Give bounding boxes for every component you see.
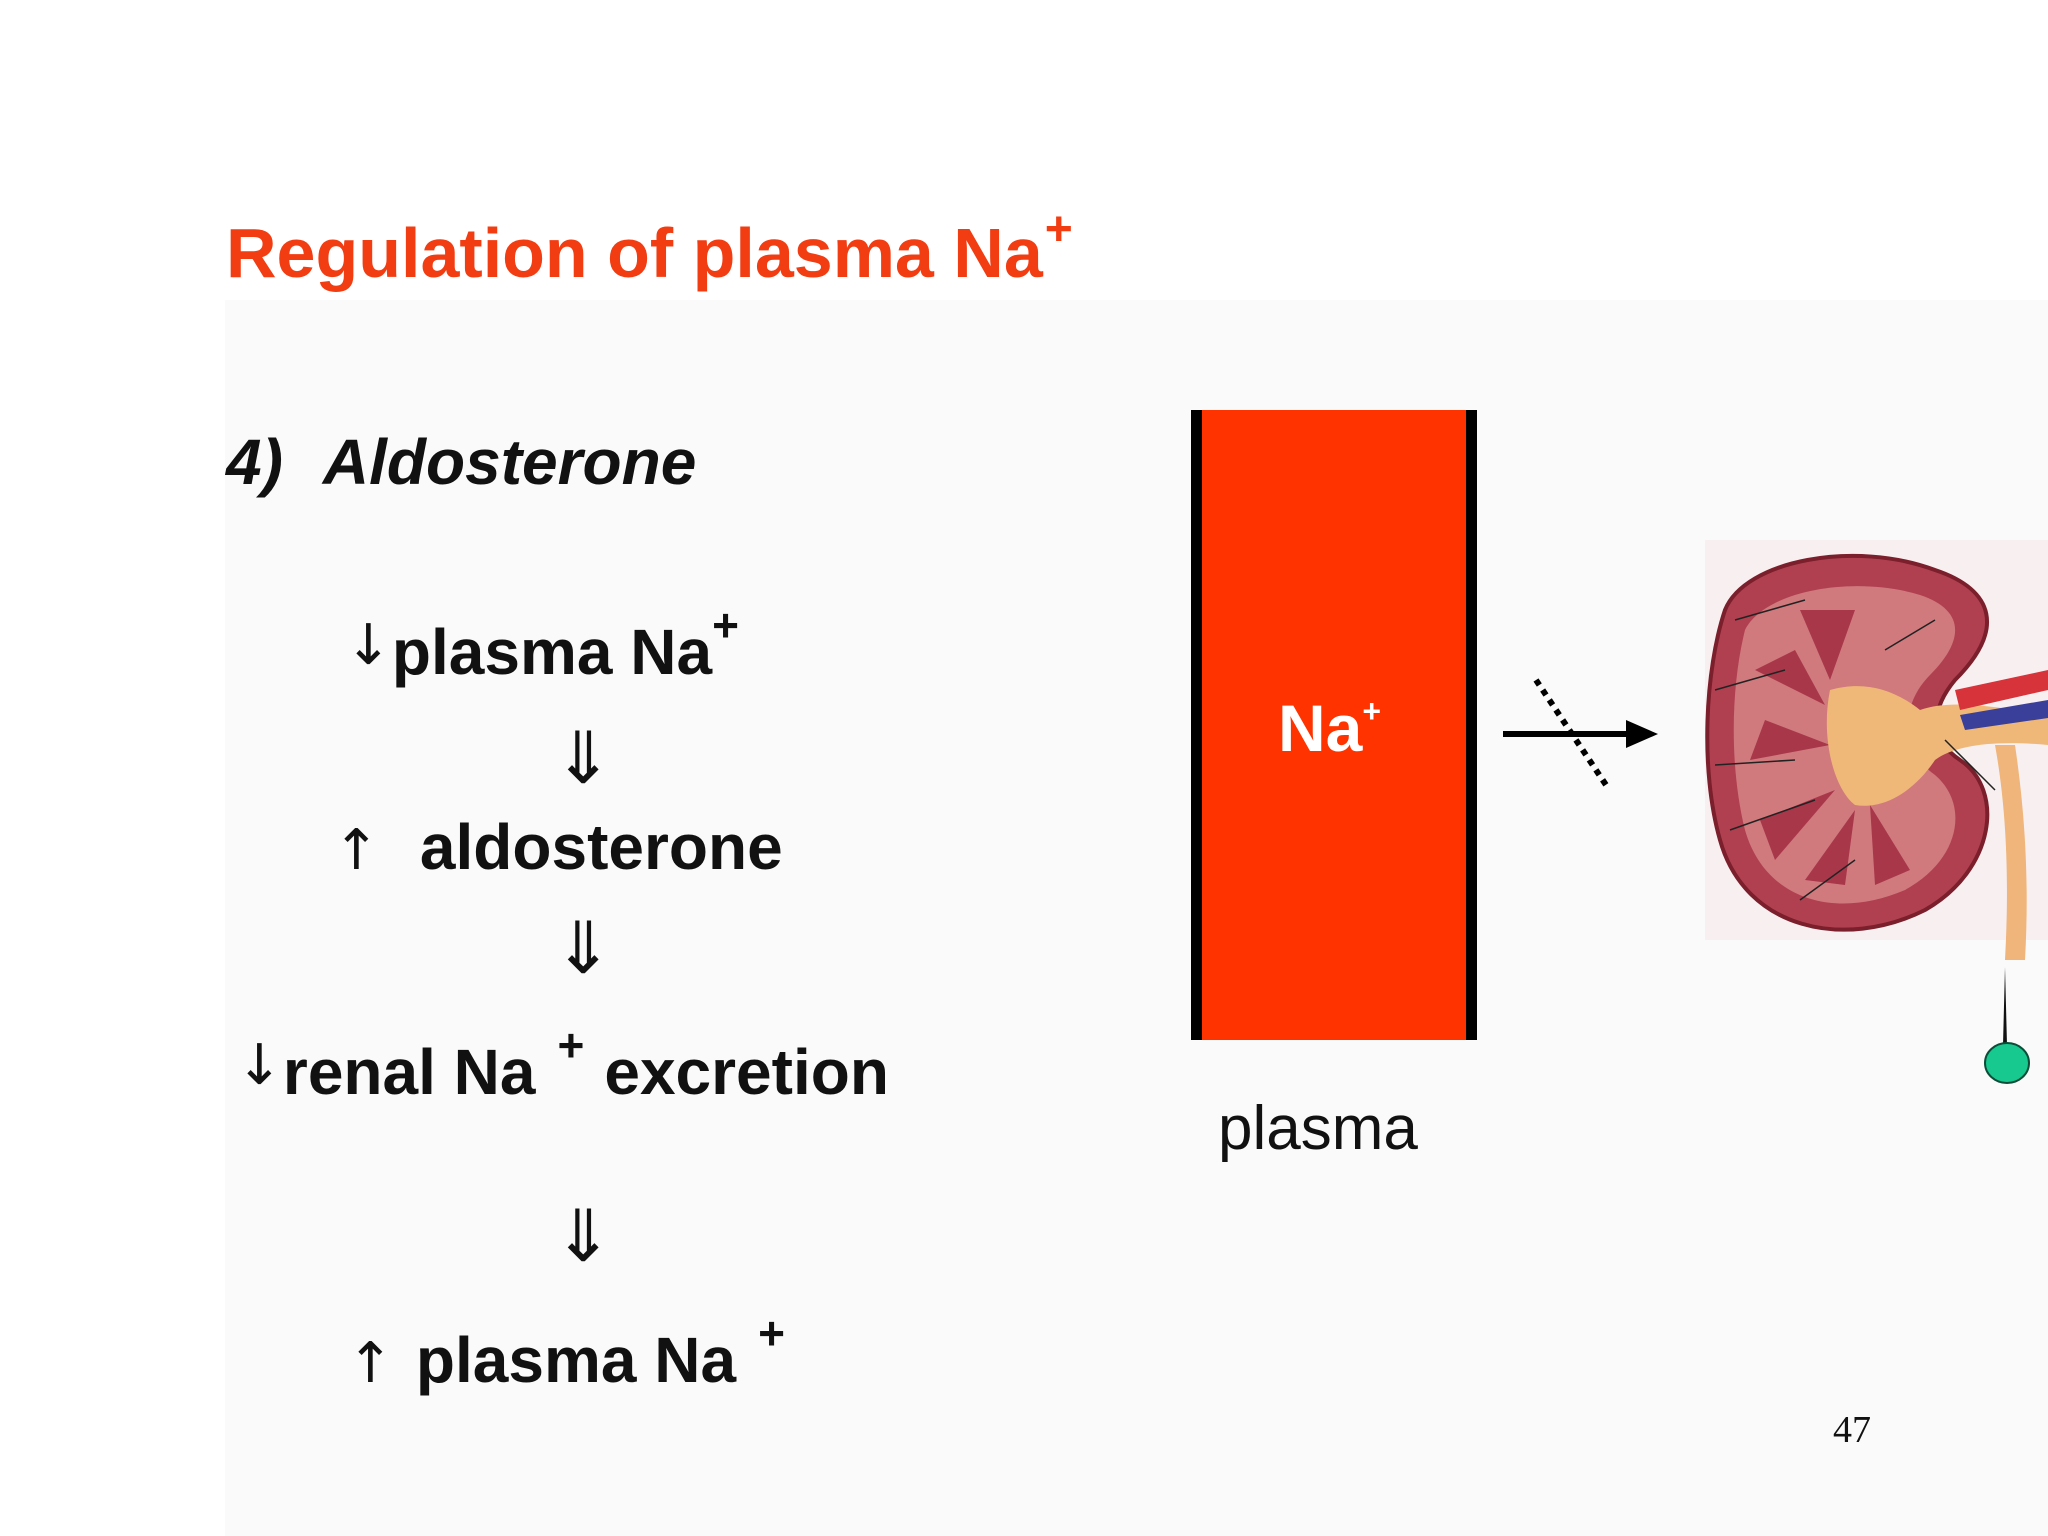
flow-step-text: plasma Na <box>391 616 713 688</box>
blocked-excretion-arrow-icon <box>1503 678 1658 790</box>
compartment-label-text: Na <box>1278 691 1363 765</box>
implies-arrow-icon: ⇓ <box>553 716 614 800</box>
increase-arrow-icon: ↑ <box>333 818 380 883</box>
pin-stem <box>2003 967 2007 1045</box>
flow-step-text-after: excretion <box>604 1036 889 1108</box>
renal-pyramids <box>1750 610 1910 885</box>
plasma-compartment <box>1191 410 1477 1040</box>
flow-step-text: aldosterone <box>419 811 783 883</box>
flow-step-superscript: + <box>712 599 739 651</box>
renal-vein <box>1960 700 2048 730</box>
implies-arrow-icon: ⇓ <box>553 1194 614 1278</box>
kidney-illustration-icon <box>1705 540 2048 960</box>
flow-step-increased-plasma-na: ↑plasma Na+ <box>347 1310 785 1392</box>
flow-step-superscript: + <box>758 1307 785 1359</box>
section-heading: 4)Aldosterone <box>226 430 696 494</box>
arrow-head <box>1626 720 1658 748</box>
ureter <box>1995 745 2027 960</box>
flow-step-text: plasma Na <box>415 1324 737 1396</box>
heading-text: Aldosterone <box>322 426 697 498</box>
implies-arrow-icon: ⇓ <box>553 906 614 990</box>
dotted-block-line <box>1533 678 1611 790</box>
compartment-label: Na+ <box>1278 695 1381 761</box>
flow-step-text: renal Na <box>282 1036 536 1108</box>
flow-step-decreased-renal-excretion: ↓renal Na+excretion <box>236 1022 889 1104</box>
label-lines <box>1714 599 1996 901</box>
plasma-caption: plasma <box>1218 1094 1418 1163</box>
flow-step-decreased-plasma-na: ↓plasma Na+ <box>345 602 739 684</box>
flow-step-superscript: + <box>557 1019 585 1071</box>
decrease-arrow-icon: ↓ <box>345 613 392 678</box>
slide-title-text: Regulation of plasma Na <box>226 214 1043 292</box>
heading-number: 4) <box>226 426 283 498</box>
renal-artery <box>1955 670 2048 710</box>
page-number: 47 <box>1833 1409 1871 1451</box>
pin-head <box>1984 1042 2030 1084</box>
flow-step-increased-aldosterone: ↑aldosterone <box>333 815 783 879</box>
teal-pin-icon <box>1984 967 2030 1084</box>
slide-title-superscript: + <box>1044 203 1073 256</box>
slide-title: Regulation of plasma Na+ <box>226 206 1073 289</box>
increase-arrow-icon: ↑ <box>347 1331 394 1396</box>
decrease-arrow-icon: ↓ <box>236 1033 283 1098</box>
compartment-label-superscript: + <box>1362 693 1382 729</box>
